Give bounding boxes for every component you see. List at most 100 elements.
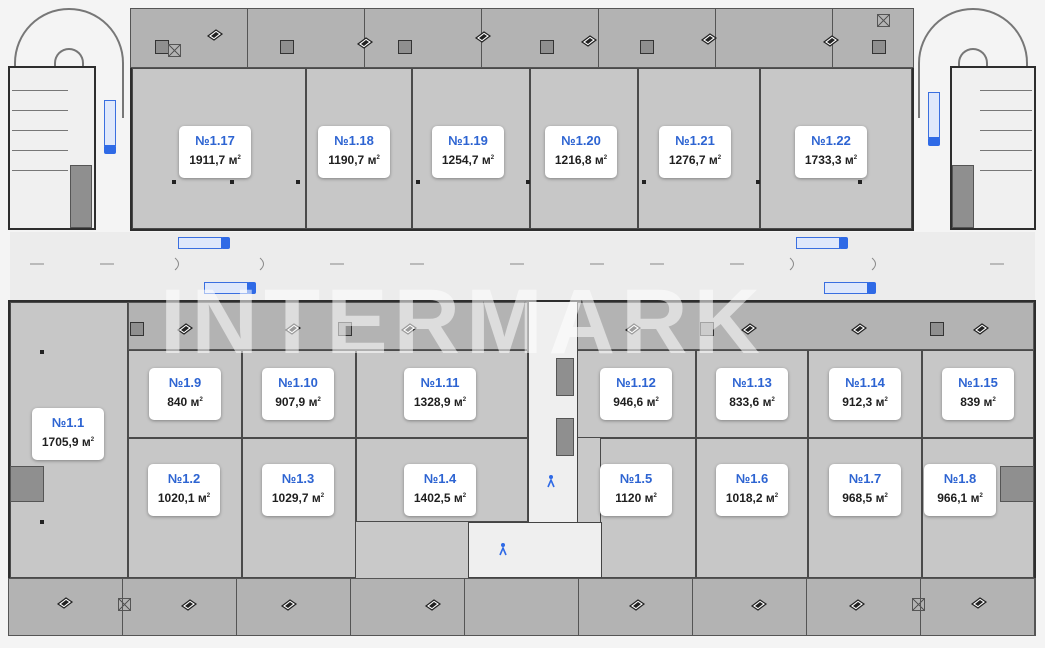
unit-label[interactable]: №1.15 839 м2 [942,368,1014,420]
unit-1-17[interactable] [132,68,306,229]
column-marker [40,350,44,354]
unit-number: №1.1 [51,415,85,430]
hatch-icon [118,598,131,611]
loading-gate-icon [970,597,988,609]
loading-gate-icon [180,599,198,611]
unit-area-unit: 2 [490,155,495,161]
unit-number: №1.15 [958,375,998,390]
right-office-rooms [980,90,1032,188]
top-dock-dividers [130,8,914,68]
unit-label[interactable]: №1.9 840 м2 [149,368,221,420]
stair-icon [700,322,714,336]
unit-area-unit: 2 [376,155,380,161]
person-icon [499,543,507,556]
unit-number: №1.7 [848,471,882,486]
unit-number: №1.21 [675,133,715,148]
unit-area: 946,6 м [613,395,656,409]
unit-area-unit: 2 [884,493,888,499]
loading-gate-icon [628,599,646,611]
unit-area: 1705,9 м [41,435,91,449]
unit-number: №1.3 [281,471,315,486]
right-side-core [1000,466,1034,502]
unit-area: 840 м [167,395,200,409]
road-arrows [30,257,1004,271]
unit-number: №1.11 [420,375,460,390]
loading-gate-icon [848,599,866,611]
entrance-hall [468,522,602,578]
unit-area-unit: 2 [317,397,321,403]
column-marker [230,180,234,184]
unit-area: 912,3 м [842,395,885,409]
unit-number: №1.14 [845,375,885,390]
stair-icon [155,40,169,54]
left-office-rooms [12,90,68,188]
unit-area: 833,6 м [729,395,772,409]
unit-number: №1.9 [168,375,202,390]
column-marker [642,180,646,184]
truck-icon [204,282,256,294]
unit-number: №1.5 [619,471,653,486]
loading-gate-icon [206,29,224,41]
unit-area-unit: 2 [884,397,888,403]
unit-area-unit: 2 [462,397,467,403]
unit-number: №1.17 [195,133,235,148]
unit-area: 839 м [960,395,993,409]
unit-area: 1328,9 м [413,395,463,409]
truck-icon [824,282,876,294]
truck-icon [928,92,940,146]
hatch-icon [168,44,181,57]
bottom-upper-strip-right [576,302,1034,350]
unit-area: 1018,2 м [725,491,775,505]
unit-label[interactable]: №1.14 912,3 м2 [829,368,901,420]
bottom-upper-strip-left [128,302,528,350]
unit-area-unit: 2 [462,493,467,499]
unit-area: 1733,3 м [804,153,854,167]
stair-icon [540,40,554,54]
column-marker [526,180,530,184]
column-marker [40,520,44,524]
unit-label[interactable]: №1.11 1328,9 м2 [404,368,476,420]
unit-area: 1020,1 м [157,491,207,505]
unit-label[interactable]: №1.4 1402,5 м2 [404,464,476,516]
loading-gate-icon [424,599,442,611]
loading-gate-icon [740,323,758,335]
right-office-core [952,165,974,228]
unit-area: 1402,5 м [413,491,463,505]
stair-icon [398,40,412,54]
person-icon [547,475,555,488]
column-marker [416,180,420,184]
unit-area-unit: 2 [992,397,996,403]
unit-area: 966,1 м [937,491,980,505]
unit-area: 1029,7 м [271,491,321,505]
unit-area: 1216,8 м [554,153,604,167]
unit-number: №1.22 [811,133,851,148]
atrium-core-1 [556,358,574,396]
loading-gate-icon [356,37,374,49]
loading-gate-icon [176,323,194,335]
unit-number: №1.4 [423,471,457,486]
unit-number: №1.20 [561,133,601,148]
bottom-dock-dividers [8,578,1036,636]
unit-area-unit: 2 [199,397,203,403]
unit-area-unit: 2 [237,155,241,161]
loading-gate-icon [850,323,868,335]
stair-icon [872,40,886,54]
loading-gate-icon [750,599,768,611]
loading-gate-icon [284,323,302,335]
